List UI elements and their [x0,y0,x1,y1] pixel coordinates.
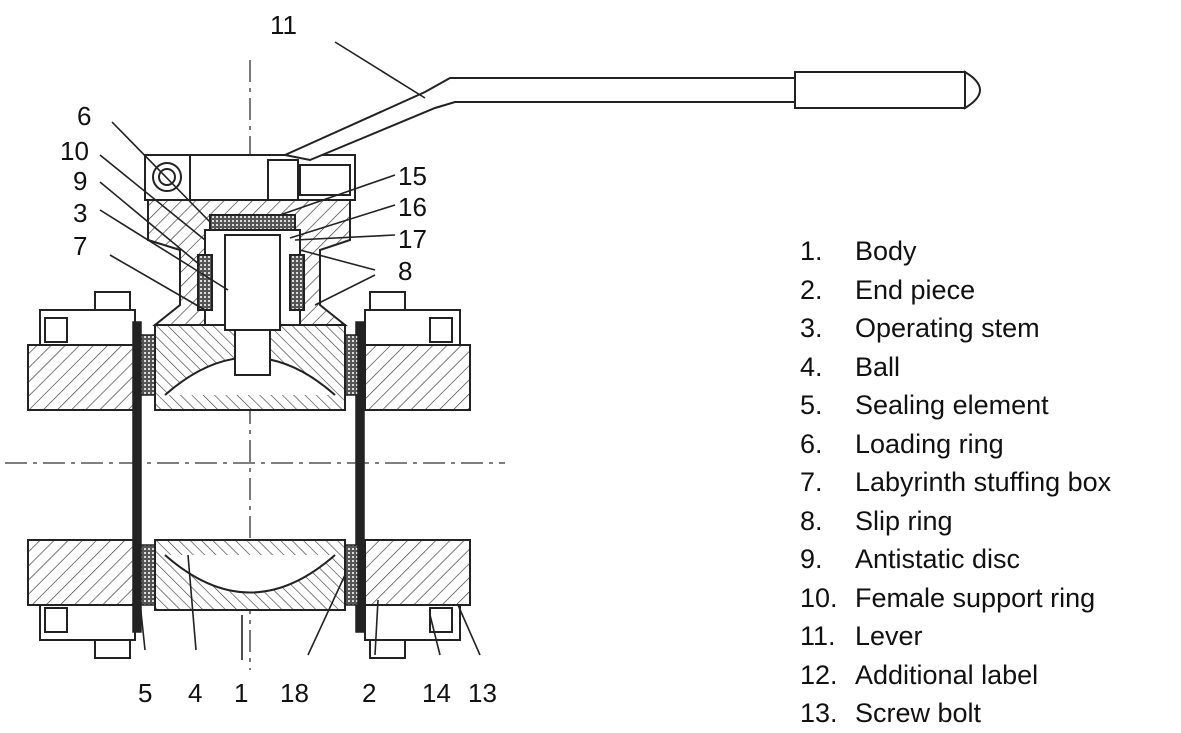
legend-item-label: Body [855,236,917,266]
legend-item-number: 8. [800,505,823,536]
legend-item-label: Additional label [855,659,1039,690]
callout-17: 17 [398,224,427,254]
callout-1: 1 [234,678,249,708]
legend-item: 13. Screw bolt [800,694,1181,733]
legend-item: 11. Lever [800,617,1181,656]
callout-15: 15 [398,161,427,191]
legend-item: 8. Slip ring [800,502,1181,541]
legend-item-number: 5. [800,390,823,420]
callout-7: 7 [73,231,88,261]
callout-13: 13 [468,678,497,708]
callout-14: 14 [422,678,451,708]
bolts [44,317,453,633]
callout-18: 18 [280,678,309,708]
callout-9: 9 [73,166,88,196]
legend-item-number: 9. [800,544,823,574]
legend-item-number: 7. [800,467,823,497]
callout-11: 11 [270,10,297,40]
legend-item: 12. Additional label [800,656,1181,695]
legend-item-number: 1. [800,236,823,266]
callout-6: 6 [77,101,92,131]
callout-16: 16 [398,192,427,222]
legend-item-number: 11. [800,621,836,651]
legend-item: 3. Operating stem [800,309,1181,348]
legend-item-label: Screw bolt [855,698,982,728]
bonnet [147,199,351,376]
legend-item-number: 6. [800,428,823,459]
legend-item-label: End piece [855,274,976,305]
legend-item-number: 10. [800,582,838,613]
legend-item-label: Slip ring [855,505,953,536]
right-end-piece [364,291,471,659]
legend-item-label: Operating stem [855,313,1040,343]
legend-item-label: Sealing element [855,390,1049,420]
legend-item: 2. End piece [800,271,1181,310]
pipe-bore [28,409,470,541]
legend-item: 10. Female support ring [800,579,1181,618]
legend-item-label: Antistatic disc [855,544,1021,574]
callout-4: 4 [188,678,203,708]
legend-item-label: Female support ring [855,582,1096,613]
left-end-piece [27,291,136,659]
legend-item-number: 4. [800,351,823,382]
legend-item-number: 2. [800,274,823,305]
callout-10: 10 [60,136,89,166]
callout-5: 5 [138,678,153,708]
lever-hub [144,154,356,201]
legend-item-label: Labyrinth stuffing box [855,467,1112,497]
legend-item: 5. Sealing element [800,386,1181,425]
legend-item-label: Lever [855,621,923,651]
lever [281,70,981,162]
legend-item-label: Loading ring [855,428,1004,459]
legend-item-label: Ball [855,351,901,382]
legend-item-number: 12. [800,659,838,690]
legend-item-number: 13. [800,698,838,728]
legend-item: 1. Body [800,232,1181,271]
callout-2: 2 [362,678,377,708]
parts-legend: 1. Body 2. End piece 3. Operating stem 4. Ball 5… [800,232,1181,728]
legend-item-number: 3. [800,313,823,343]
ball-valve-section-drawing [5,41,981,670]
legend-item: 4. Ball [800,348,1181,387]
callout-8: 8 [398,256,413,286]
legend-item: 9. Antistatic disc [800,540,1181,579]
callout-3: 3 [73,198,88,228]
leader-lines [99,41,481,660]
legend-item: 6. Loading ring [800,425,1181,464]
legend-item: 7. Labyrinth stuffing box [800,463,1181,502]
